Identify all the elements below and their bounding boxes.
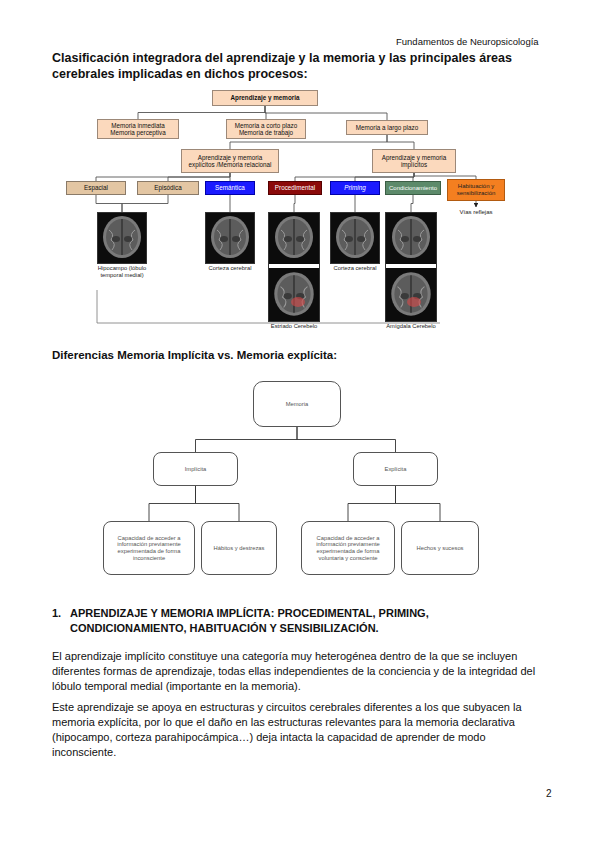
box-text: Implícita <box>182 466 210 473</box>
brain-scan <box>97 212 147 264</box>
tree-connector <box>168 173 230 181</box>
tree-connector <box>196 486 240 521</box>
brain-image: Amígdala Cerebelo <box>385 212 437 322</box>
tree-connector <box>96 173 230 181</box>
tree-connector <box>297 427 396 452</box>
tree-connector <box>396 486 441 521</box>
tree-connector <box>196 427 298 452</box>
highlight-spot <box>407 297 421 307</box>
tree-connector <box>230 173 231 181</box>
brain-image: Corteza cerebral <box>205 212 255 264</box>
tree-connector <box>476 201 477 207</box>
box-text: Semántica <box>212 184 248 191</box>
box-text: Aprendizaje y memoria explícitos /Memori… <box>182 154 278 168</box>
tree-connector <box>348 486 396 521</box>
brain-image: Hipocampo (lóbulo temporal medial) <box>97 212 147 264</box>
tree-connector <box>265 106 266 119</box>
box-text: Habituación y sensibilización <box>448 183 504 197</box>
box-text: Hábitos y destrezas <box>211 545 268 552</box>
category-box: Priming <box>330 181 380 195</box>
tree-connector <box>355 195 356 212</box>
box-text: Priming <box>341 184 368 191</box>
running-header: Fundamentos de Neuropsicología <box>396 36 561 48</box>
box-text: Condicionamiento <box>386 185 440 192</box>
section-heading: Diferencias Memoria Implícita vs. Memori… <box>52 348 472 362</box>
tree-connector <box>138 106 265 119</box>
brain-scan <box>268 268 320 322</box>
section-heading: APRENDIZAJE Y MEMORIA IMPLÍCITA: PROCEDI… <box>70 606 540 636</box>
category-box: Episódica <box>137 181 199 195</box>
tree-connector <box>149 486 196 521</box>
image-caption: Corteza cerebral <box>319 265 391 272</box>
brain-scan <box>385 268 437 322</box>
box-text: Capacidad de acceder a información previ… <box>302 535 394 562</box>
category-box: Condicionamiento <box>385 181 441 195</box>
memory-box: Implícita <box>153 452 238 486</box>
box-text: Hechos y sucesos <box>413 545 466 552</box>
tree-connector <box>411 195 413 212</box>
image-caption: Corteza cerebral <box>194 265 266 272</box>
page-title: Clasificación integradora del aprendizaj… <box>52 50 542 82</box>
brain-scan <box>386 212 436 264</box>
category-box: Habituación y sensibilización <box>447 179 505 201</box>
tree-connector <box>96 195 122 212</box>
tree-connector <box>387 135 414 149</box>
memory-box: Hábitos y destrezas <box>201 521 277 575</box>
category-box: Espacial <box>66 181 126 195</box>
category-box: Memoria a corto plazo Memoria de trabajo <box>226 119 306 139</box>
brain-image: Corteza cerebral <box>330 212 380 264</box>
memory-box: Hechos y sucesos <box>401 521 479 575</box>
box-text: Memoria inmediata Memoria perceptiva <box>98 122 178 136</box>
memory-box: Capacidad de acceder a información previ… <box>103 521 195 575</box>
category-box: Memoria a largo plazo <box>346 120 428 135</box>
image-caption: Hipocampo (lóbulo temporal medial) <box>86 265 158 279</box>
box-text: Explícita <box>382 466 410 473</box>
tree-connector <box>355 173 414 181</box>
memory-box: Explícita <box>353 452 438 486</box>
category-box: Vías reflejas <box>451 207 501 217</box>
box-text: Procedimental <box>272 184 318 191</box>
highlight-spot <box>291 297 305 307</box>
tree-connector <box>413 173 414 181</box>
tree-connector <box>230 195 231 212</box>
section-number: 1. <box>52 606 68 621</box>
category-box: Semántica <box>205 181 255 195</box>
body-paragraph: Este aprendizaje se apoya en estructuras… <box>52 700 552 760</box>
box-text: Vías reflejas <box>456 209 495 216</box>
box-text: Memoria a largo plazo <box>353 124 421 131</box>
box-text: Espacial <box>81 184 111 191</box>
brain-scan <box>205 212 255 264</box>
box-text: Aprendizaje y memoria <box>228 94 303 101</box>
memory-box: Memoria <box>253 381 341 427</box>
box-text: Aprendizaje y memoria implícitos <box>373 154 455 168</box>
image-caption: Amígdala Cerebelo <box>374 323 448 330</box>
box-text: Episódica <box>151 184 184 191</box>
category-box: Memoria inmediata Memoria perceptiva <box>97 119 179 139</box>
category-box: Procedimental <box>268 181 322 195</box>
box-text: Memoria a corto plazo Memoria de trabajo <box>227 122 305 136</box>
brain-scan <box>269 212 319 264</box>
brain-scan <box>330 212 380 264</box>
category-box: Aprendizaje y memoria <box>212 90 318 106</box>
brain-image: Estriado Cerebelo <box>268 212 320 322</box>
box-text: Capacidad de acceder a información previ… <box>104 535 194 562</box>
image-caption: Estriado Cerebelo <box>257 323 331 330</box>
tree-connector <box>295 173 414 181</box>
category-box: Aprendizaje y memoria implícitos <box>372 149 456 173</box>
body-paragraph: El aprendizaje implícito constituye una … <box>52 649 552 694</box>
memory-box: Capacidad de acceder a información previ… <box>301 521 395 575</box>
tree-connector <box>122 195 168 212</box>
box-text: Memoria <box>283 401 312 408</box>
tree-connector <box>265 106 387 120</box>
page-number: 2 <box>546 788 566 800</box>
category-box: Aprendizaje y memoria explícitos /Memori… <box>181 149 279 173</box>
tree-connector <box>294 195 295 212</box>
